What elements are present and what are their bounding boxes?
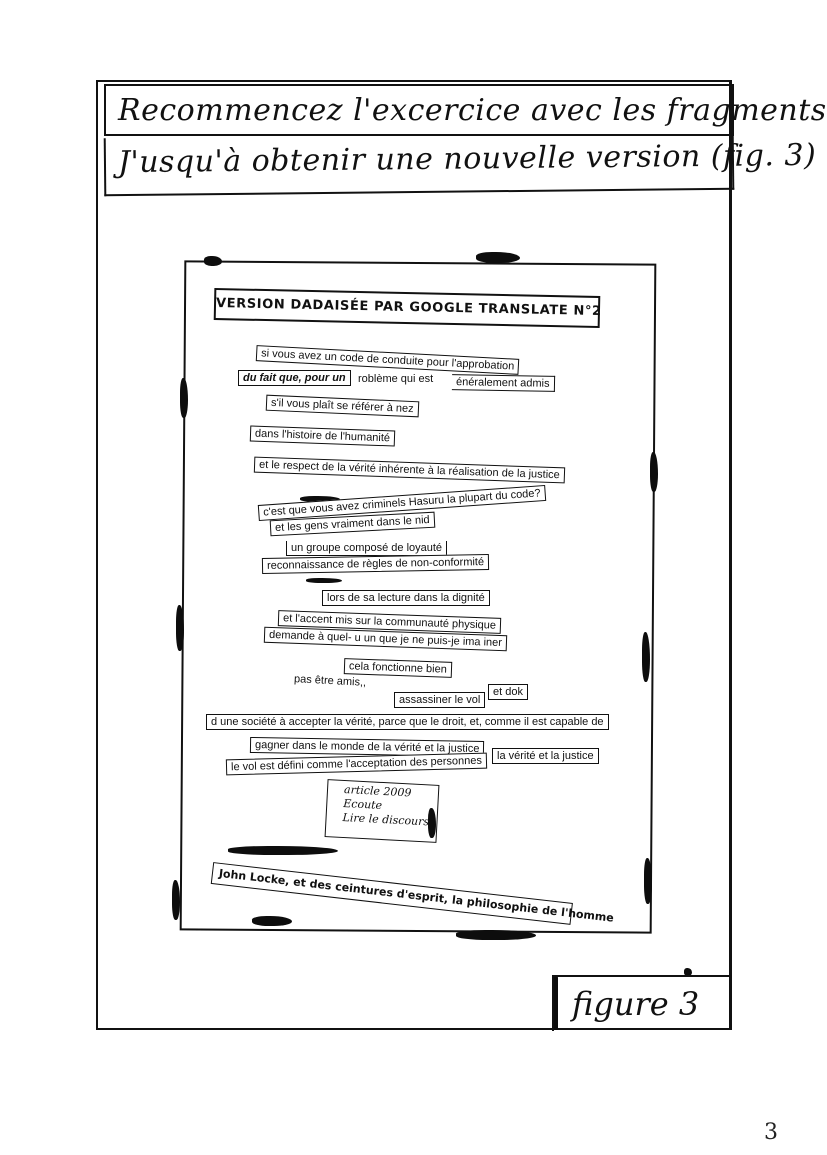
ink-blot — [644, 858, 652, 904]
ink-blot — [180, 378, 188, 418]
ink-blot — [428, 808, 436, 838]
fragment-2: du fait que, pour un — [238, 370, 351, 386]
fragment-19: d une société à accepter la vérité, parc… — [206, 714, 609, 730]
ink-blot — [228, 846, 338, 855]
fragment-10: un groupe composé de loyauté — [286, 541, 448, 556]
figure-label: figure 3 — [552, 975, 732, 1031]
article-note: article 2009 Ecoute Lire le discours — [324, 779, 440, 843]
ink-blot — [176, 605, 184, 651]
fragment-18: assassiner le vol — [394, 692, 486, 708]
ink-blot — [642, 632, 650, 682]
ink-blot — [306, 578, 342, 583]
ink-blot — [300, 496, 340, 502]
caption-line-1: Recommencez l'excercice avec les fragmen… — [104, 84, 826, 136]
ink-blot — [650, 452, 658, 492]
fragment-3: roblème qui est — [354, 372, 438, 386]
fragment-21: la vérité et la justice — [492, 748, 599, 764]
ink-blot — [252, 916, 292, 926]
ink-blot — [684, 968, 692, 976]
page-number: 3 — [764, 1120, 778, 1145]
comic-panel-frame — [96, 80, 732, 1030]
fragment-4: énéralement admis — [451, 374, 555, 392]
fragment-12: lors de sa lecture dans la dignité — [322, 590, 490, 606]
ink-blot — [476, 252, 520, 263]
caption-line-2: J'usqu'à obtenir une nouvelle version (f… — [103, 131, 816, 197]
fragment-17: et dok — [488, 684, 528, 700]
ink-blot — [456, 930, 536, 940]
ink-blot — [204, 256, 222, 266]
ink-blot — [172, 880, 180, 920]
ink-blot — [552, 976, 558, 1030]
